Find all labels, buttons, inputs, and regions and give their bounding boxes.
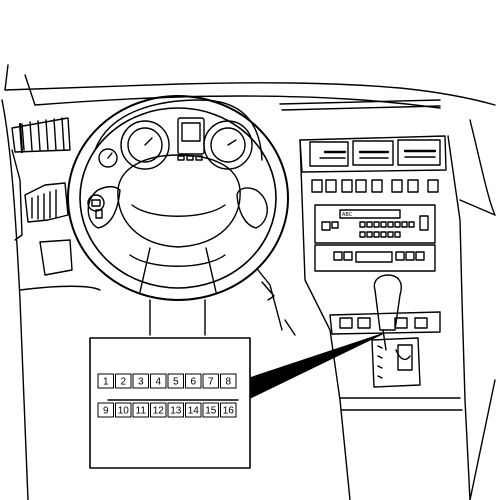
pin-label: 6 (190, 377, 196, 388)
steering-wheel (67, 95, 289, 301)
pin-cell (132, 402, 149, 418)
pin-cell (202, 402, 219, 418)
pin-label: 5 (173, 377, 179, 388)
pin-label: 10 (118, 406, 130, 417)
pin-cell (185, 402, 202, 418)
pin-cell (202, 373, 219, 389)
pin-label: 1 (103, 377, 109, 388)
pin-cell (150, 373, 167, 389)
pin-label: 13 (170, 406, 182, 417)
climate-control (314, 244, 436, 272)
pin-label: 16 (223, 406, 235, 417)
steering-column (149, 269, 296, 336)
pin-label: 3 (138, 377, 144, 388)
console-buttons (311, 179, 439, 193)
left-air-vent (11, 117, 71, 154)
gear-selector (371, 274, 421, 388)
ignition-switch (87, 194, 105, 219)
left-door-panel (1, 99, 101, 500)
callout-pointer (249, 333, 383, 399)
pin-cell (132, 373, 149, 389)
radio-unit: ABC (314, 204, 436, 244)
pin-label: 9 (103, 406, 109, 417)
pin-cell (167, 373, 184, 389)
center-vents (299, 135, 447, 173)
pin-cell (97, 402, 114, 418)
pin-cell (220, 373, 237, 389)
pin-label: 11 (136, 406, 147, 417)
pin-label: 7 (208, 377, 214, 388)
pin-cell (185, 373, 202, 389)
pin-label: 2 (120, 377, 126, 388)
pin-label: 8 (225, 377, 231, 388)
right-side (469, 119, 496, 500)
pin-cell (115, 373, 132, 389)
pin-label: 4 (155, 377, 161, 388)
pin-cell (97, 373, 114, 389)
pin-cell (167, 402, 184, 418)
pin-label: 15 (205, 406, 217, 417)
dashboard-top (4, 64, 496, 111)
pin-label: 12 (153, 406, 165, 417)
pin-cell (115, 402, 132, 418)
pin-label: 14 (188, 406, 200, 417)
center-console-frame (299, 135, 496, 500)
radio-label: ABC (342, 212, 353, 218)
pin-cell (150, 402, 167, 418)
pin-cell (220, 402, 237, 418)
